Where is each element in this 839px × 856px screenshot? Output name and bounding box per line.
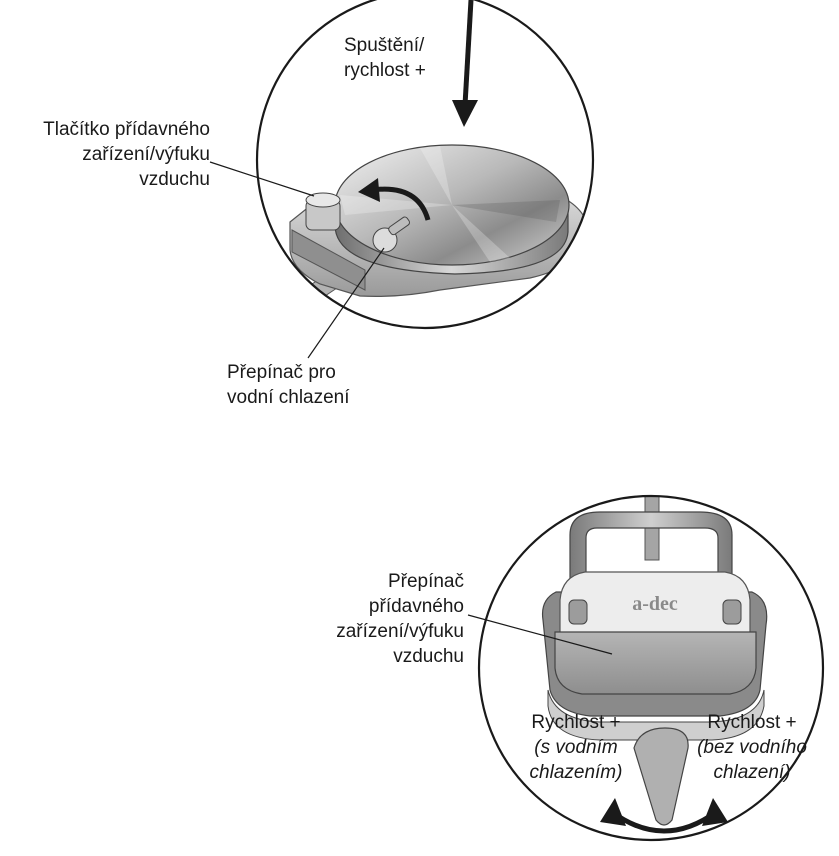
brand-logo: a-dec (632, 593, 678, 615)
label-speed-with-water-note1: (s vodním (510, 735, 642, 760)
label-speed-without-water-note2: chlazení) (682, 760, 822, 785)
bottom-speed-lever (634, 728, 688, 825)
label-start-speed-line2: rychlost + (344, 58, 426, 83)
label-accessory-switch-line2: přídavného (336, 594, 464, 619)
bottom-accessory-switch (555, 632, 756, 694)
top-press-arrow (465, 0, 471, 105)
label-start-speed: Spuštění/ rychlost + (344, 33, 426, 83)
label-speed-with-water-title: Rychlost + (510, 710, 642, 735)
label-speed-without-water-title: Rychlost + (682, 710, 822, 735)
label-accessory-button: Tlačítko přídavného zařízení/výfuku vzdu… (43, 117, 210, 192)
label-accessory-switch-line1: Přepínač (336, 569, 464, 594)
bottom-foot-control-illustration: a-dec (468, 480, 823, 840)
label-water-toggle: Přepínač pro vodní chlazení (227, 360, 350, 410)
label-accessory-switch-line4: vzduchu (336, 644, 464, 669)
label-speed-without-water-note1: (bez vodního (682, 735, 822, 760)
label-water-toggle-line2: vodní chlazení (227, 385, 350, 410)
label-speed-with-water-note2: chlazením) (510, 760, 642, 785)
label-water-toggle-line1: Přepínač pro (227, 360, 350, 385)
label-speed-without-water: Rychlost + (bez vodního chlazení) (682, 710, 822, 785)
label-accessory-switch: Přepínač přídavného zařízení/výfuku vzdu… (336, 569, 464, 669)
label-start-speed-line1: Spuštění/ (344, 33, 426, 58)
leader-accessory-button (210, 162, 314, 196)
label-accessory-button-line1: Tlačítko přídavného (43, 117, 210, 142)
label-accessory-button-line3: vzduchu (43, 167, 210, 192)
label-accessory-button-line2: zařízení/výfuku (43, 142, 210, 167)
label-speed-with-water: Rychlost + (s vodním chlazením) (510, 710, 642, 785)
label-accessory-switch-line3: zařízení/výfuku (336, 619, 464, 644)
